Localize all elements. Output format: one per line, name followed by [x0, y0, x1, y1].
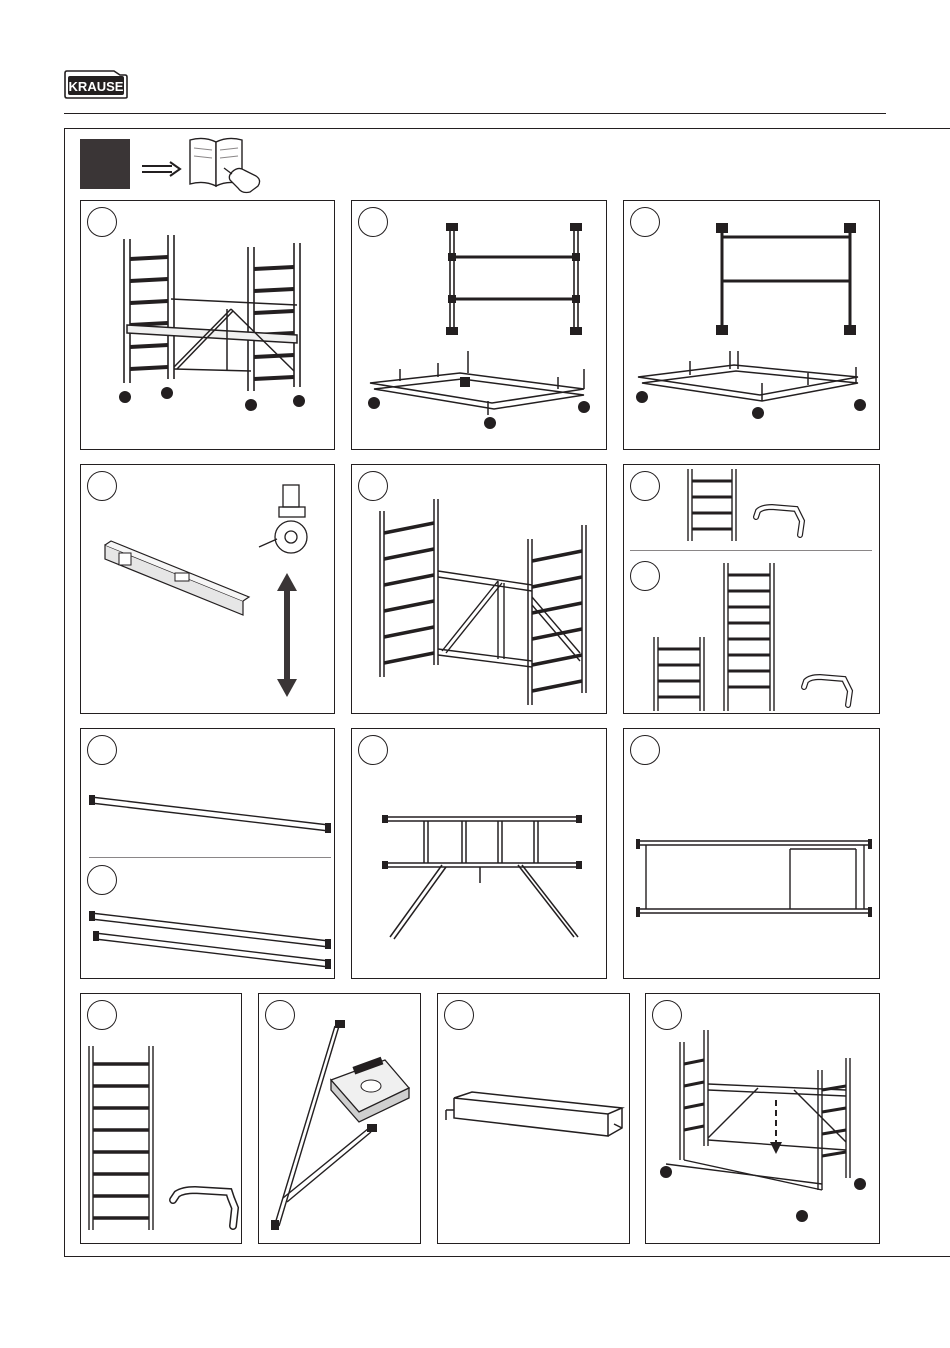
mobile-scaffold-illustration: [81, 201, 336, 451]
base-frame-illustration: [352, 201, 608, 451]
scaffold-insert-illustration: [646, 994, 881, 1245]
step-panel-level-and-castor: [80, 464, 335, 714]
step-panel-scaffold-platform-insert: [645, 993, 880, 1244]
step-panel-platform: [623, 728, 880, 979]
open-manual-icon: [186, 136, 266, 194]
step-panel-stabiliser-and-weight: [258, 993, 421, 1244]
ladder-frame-illustration: [81, 994, 243, 1245]
toe-board-illustration: [438, 994, 631, 1245]
step-panel-braced-frame: [351, 728, 607, 979]
braced-frame-illustration: [352, 729, 608, 980]
step-panel-side-frames-braced: [351, 464, 607, 714]
spirit-level-castor-illustration: [81, 465, 336, 715]
step-panel-base-frame-assembled: [623, 200, 880, 450]
base-frame-rotated-illustration: [624, 201, 881, 451]
step-panel-ladder-frame-and-claw: [80, 993, 242, 1244]
platform-illustration: [624, 729, 881, 980]
stabiliser-illustration: [259, 994, 422, 1245]
side-frames-illustration: [352, 465, 608, 715]
step-panel-small-frame-and-claw: [623, 464, 880, 714]
dark-square: [80, 139, 130, 189]
step-panel-guardrails: [80, 728, 335, 979]
krause-logo: KRAUSE: [64, 69, 128, 99]
step-panel-base-frame-parts: [351, 200, 607, 450]
step-panel-scaffold-complete: [80, 200, 335, 450]
double-arrow-right-icon: [140, 160, 182, 178]
header-rule: [64, 113, 886, 114]
logo-text: KRAUSE: [69, 79, 124, 94]
guardrail-illustration: [81, 729, 336, 980]
step-panel-toe-board: [437, 993, 630, 1244]
ladder-frame-small-illustration: [624, 465, 881, 715]
